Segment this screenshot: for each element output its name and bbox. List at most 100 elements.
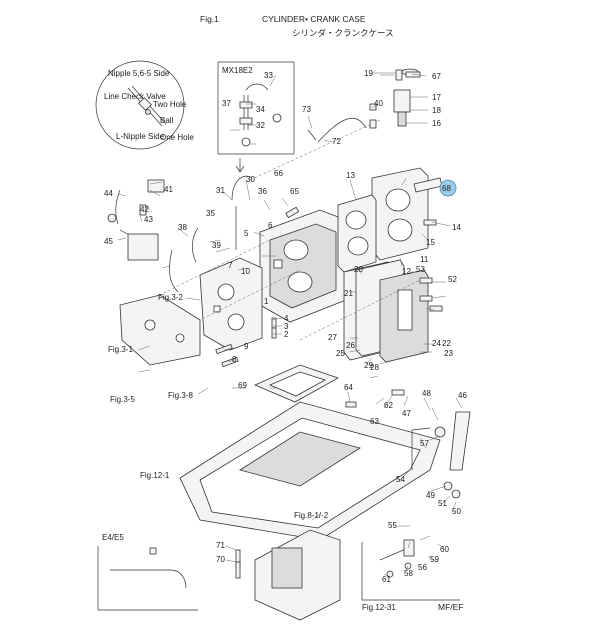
part-number-label: 47 [402, 409, 411, 418]
part-number-label: 42 [140, 205, 149, 214]
part-number-label: 9 [244, 342, 249, 351]
mx18e2-inset: MX18E2 [217, 61, 295, 173]
figure-title-en: CYLINDER• CRANK CASE [262, 14, 366, 24]
fig-ref-3-8: Fig.3-8 [168, 391, 193, 400]
part-number-label: 35 [206, 209, 215, 218]
part-number-label: 63 [370, 417, 379, 426]
engine-mount-bracket [119, 294, 201, 366]
part-number-label: 21 [344, 289, 353, 298]
figure-title-jp: シリンダ・クランクケース [292, 28, 394, 38]
fuel-connector-inset [361, 539, 460, 601]
hose-72 [317, 117, 367, 143]
part-number-label: 2 [284, 330, 289, 339]
part-number-label: 57 [420, 439, 429, 448]
part-number-label: 10 [241, 267, 250, 276]
part-number-label: 60 [440, 545, 449, 554]
part-number-label: 62 [384, 401, 393, 410]
part-number-label: 46 [458, 391, 467, 400]
fig-ref-3-2: Fig.3-2 [158, 293, 183, 302]
part-number-label: 22 [442, 339, 451, 348]
part-number-label: 18 [432, 106, 441, 115]
part-number-label: 43 [144, 215, 153, 224]
part-number-label: 53 [416, 265, 425, 274]
part-number-label: 25 [336, 349, 345, 358]
cover-plate-69 [253, 364, 339, 403]
part-number-labels: 1 2 3 4 5 6 7 8 9 10 11 12 13 14 15 16 1… [104, 69, 467, 584]
part-number-label: 39 [212, 241, 221, 250]
bolts [215, 71, 443, 579]
part-number-label: 69 [238, 381, 247, 390]
exhaust-cover-plates [343, 259, 429, 363]
head-gasket [337, 194, 377, 273]
lower-casing [254, 529, 341, 621]
figure-number: Fig.1 [200, 14, 219, 24]
part-number-label: 66 [274, 169, 283, 178]
part-68-highlight-marker [439, 179, 457, 197]
part-number-label: 64 [344, 383, 353, 392]
part-number-label: 32 [256, 121, 265, 130]
part-number-label: 6 [268, 221, 273, 230]
part-number-label: 16 [432, 119, 441, 128]
mx18e2-title: MX18E2 [222, 66, 253, 75]
fuel-pump-bracket [107, 179, 165, 261]
one-hole-label: One Hole [160, 133, 194, 142]
part-number-label: 4 [284, 314, 289, 323]
part-number-label: 24 [432, 339, 441, 348]
cylinder-head [371, 167, 429, 261]
bottom-cowl [179, 401, 441, 541]
part-number-label: 23 [444, 349, 453, 358]
part-number-label: 31 [216, 186, 225, 195]
part-number-label: 44 [104, 189, 113, 198]
part-number-label: 15 [426, 238, 435, 247]
fig-ref-8-1-2: Fig.8-1/-2 [294, 511, 329, 520]
part-number-label: 33 [264, 71, 273, 80]
part-number-label: 5 [244, 229, 249, 238]
part-number-label: 36 [258, 187, 267, 196]
l-nipple-side-label: L-Nipple Side [116, 132, 165, 141]
leader-lines [117, 72, 463, 579]
part-number-label: 13 [346, 171, 355, 180]
check-valve-detail: Nipple 5,6-5 Side Line Check Valve Two H… [95, 60, 194, 150]
part-number-label: 26 [346, 341, 355, 350]
part-number-label: 34 [256, 105, 265, 114]
part-number-label: 50 [452, 507, 461, 516]
part-number-label: 61 [382, 575, 391, 584]
part-number-label: 65 [290, 187, 299, 196]
part-number-label: 49 [426, 491, 435, 500]
figure-references: Fig.3-2 Fig.3-1 Fig.3-5 Fig.3-8 Fig.12-1… [108, 293, 396, 612]
part-number-label: 51 [438, 499, 447, 508]
part-number-label: 29 [364, 361, 373, 370]
part-number-label: 56 [418, 563, 427, 572]
fig-ref-12-31: Fig.12-31 [362, 603, 396, 612]
part-number-label-highlighted: 68 [442, 184, 451, 193]
part-number-label: 7 [228, 261, 233, 270]
fig-ref-3-5: Fig.3-5 [110, 395, 135, 404]
crank-case [199, 257, 263, 351]
part-number-label: 19 [364, 69, 373, 78]
part-number-label: 73 [302, 105, 311, 114]
part-number-label: 52 [448, 275, 457, 284]
part-number-label: 20 [354, 265, 363, 274]
ball-label: Ball [160, 116, 174, 125]
part-number-label: 45 [104, 237, 113, 246]
fuel-hose-31 [231, 175, 253, 201]
part-number-label: 58 [404, 569, 413, 578]
fig-ref-12-1: Fig.12-1 [140, 471, 170, 480]
part-number-label: 71 [216, 541, 225, 550]
part-number-label: 30 [246, 175, 255, 184]
part-number-label: 41 [164, 185, 173, 194]
part-number-label: 3 [284, 322, 289, 331]
part-number-label: 12 [402, 267, 411, 276]
two-hole-label: Two Hole [153, 100, 187, 109]
part-number-label: 1 [264, 297, 269, 306]
line-check-valve-label: Line Check Valve [104, 92, 166, 101]
part-number-label: 54 [396, 475, 405, 484]
part-number-label: 8 [232, 355, 237, 364]
part-number-label: 38 [178, 223, 187, 232]
nipple-side-label: Nipple 5,6-5 Side [108, 69, 170, 78]
hose-39 [169, 249, 179, 293]
part-number-label: 37 [222, 99, 231, 108]
part-number-label: 27 [328, 333, 337, 342]
shift-linkage [411, 411, 471, 499]
